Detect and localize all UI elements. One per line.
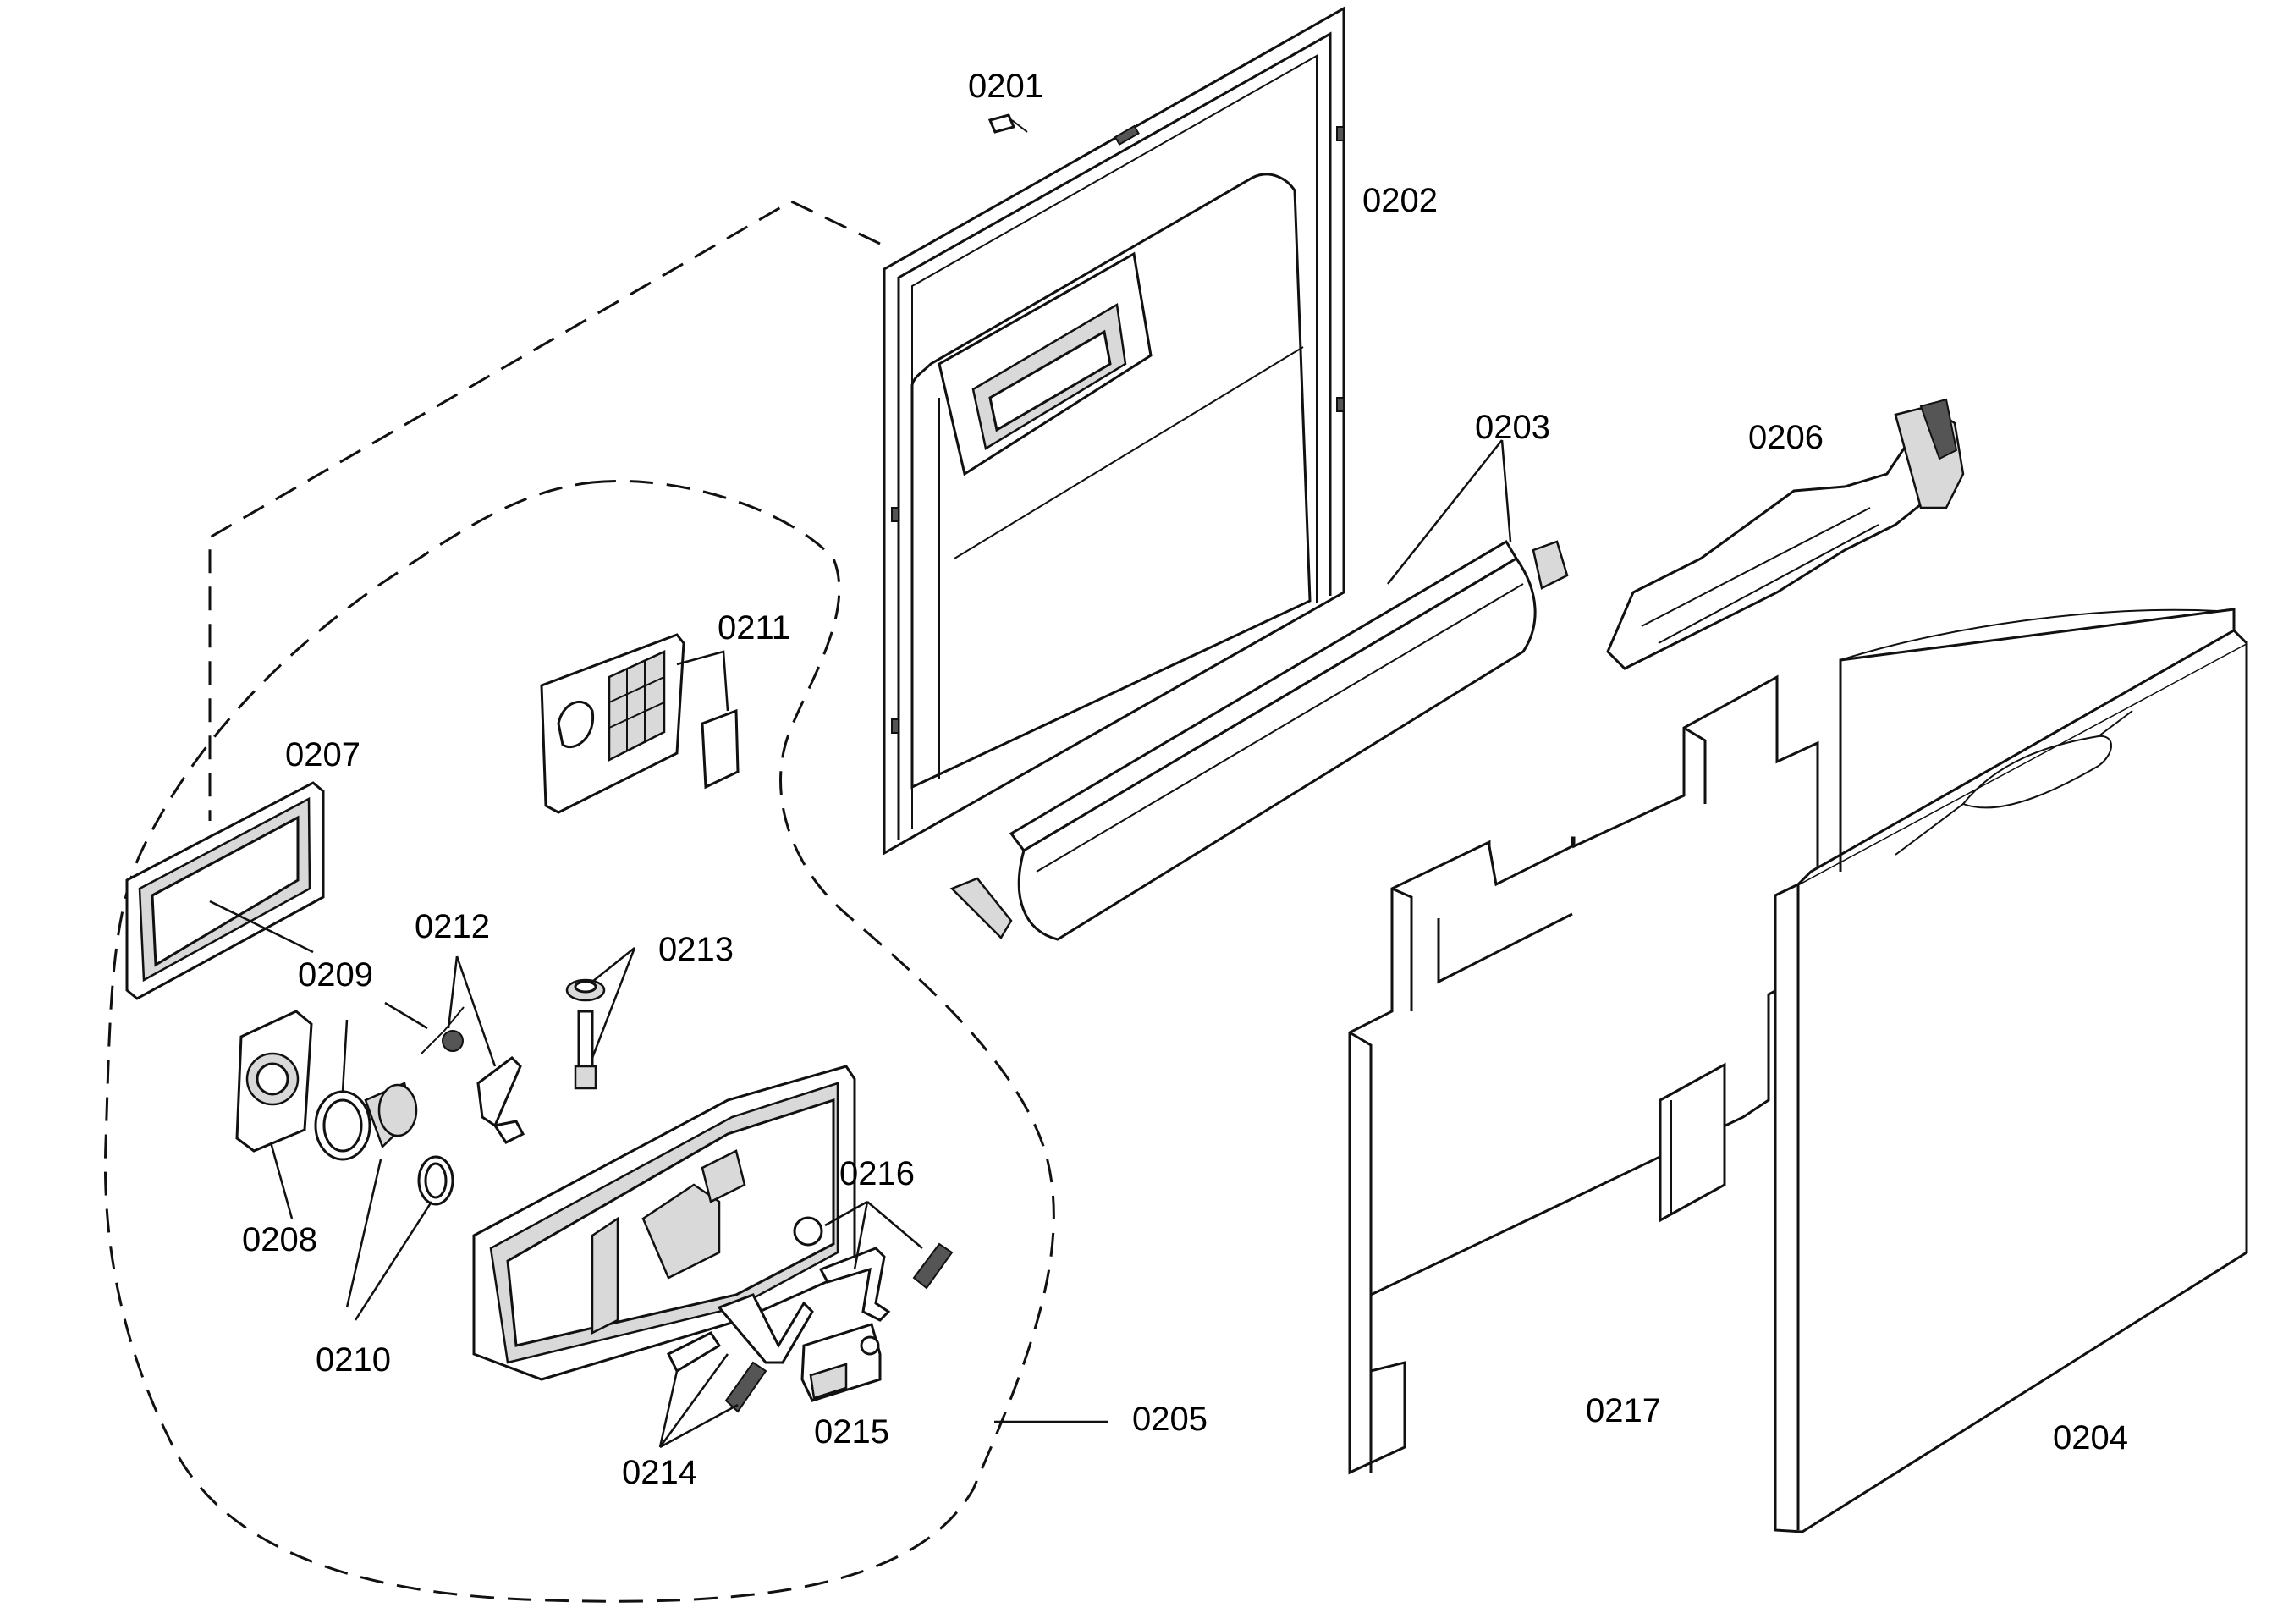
- part-0208-housing: [235, 1010, 313, 1153]
- spring-0214: [724, 1361, 767, 1413]
- part-0201-screw: [987, 113, 1028, 134]
- part-0211-filter: [540, 633, 740, 814]
- label-0210: 0210: [316, 1341, 391, 1379]
- part-labels: 0201 0202 0203 0206 0211 0207 0212 0213 …: [242, 68, 2128, 1491]
- label-0214: 0214: [622, 1454, 697, 1491]
- part-0214-latch-and-spring: [666, 1293, 814, 1413]
- assembly-guide-lines: [104, 200, 1055, 1603]
- part-0217-insulation-mat: [1348, 674, 1819, 1475]
- part-0207-gasket-frame: [125, 781, 325, 1000]
- label-0209: 0209: [298, 956, 373, 994]
- label-0205: 0205: [1132, 1401, 1208, 1438]
- dispenser-body: [472, 1065, 856, 1381]
- label-0212: 0212: [415, 908, 490, 945]
- label-0217: 0217: [1586, 1392, 1661, 1429]
- part-0206-hinge-bracket: [1606, 398, 1965, 670]
- label-0201: 0201: [968, 68, 1043, 105]
- label-0203: 0203: [1475, 409, 1550, 446]
- part-0215-switch: [800, 1323, 882, 1402]
- label-0207: 0207: [285, 736, 360, 773]
- label-0216: 0216: [839, 1155, 915, 1192]
- label-0208: 0208: [242, 1221, 317, 1258]
- part-0204-outer-door: [1774, 608, 2248, 1533]
- label-0211: 0211: [718, 609, 790, 647]
- label-0204: 0204: [2053, 1419, 2128, 1456]
- leader-lines: [209, 439, 1512, 1449]
- part-0202-inner-door: [883, 6, 1345, 856]
- label-0206: 0206: [1748, 419, 1824, 456]
- label-0215: 0215: [814, 1413, 889, 1451]
- part-0212-spring-lever: [421, 1006, 525, 1144]
- label-0213: 0213: [658, 931, 734, 968]
- part-0216-lever-ball-spring: [793, 1216, 954, 1322]
- part-0213-pin: [565, 978, 606, 1090]
- part-0203-seal-strip: [949, 539, 1569, 941]
- label-0202: 0202: [1362, 182, 1438, 219]
- part-0210-ring-and-fitting: [314, 1082, 454, 1206]
